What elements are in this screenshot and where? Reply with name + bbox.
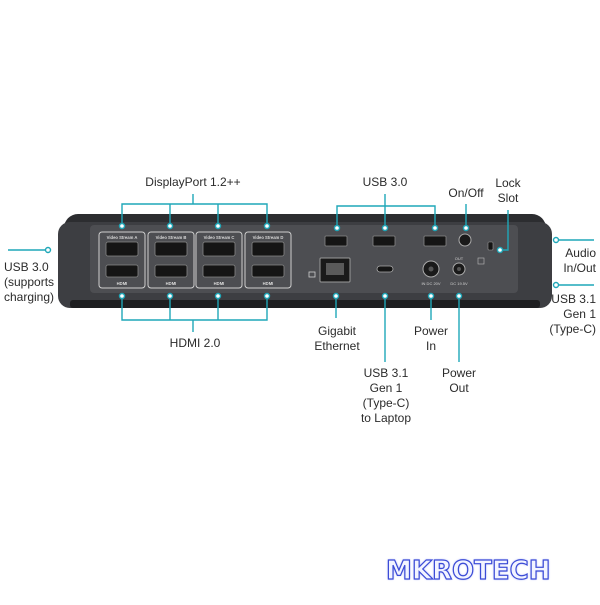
hdmi-label: HDMI	[117, 281, 128, 286]
video-port-groups: Video Stream A HDMI Video Stream B HDMI …	[98, 231, 292, 289]
callout-dot	[552, 236, 560, 244]
onoff-label: On/Off	[448, 186, 484, 200]
power-out-label: Power Out	[441, 366, 476, 395]
video-group-a: Video Stream A HDMI	[98, 231, 146, 289]
callout-dot	[44, 246, 52, 254]
lock-slot-label: Lock Slot	[495, 176, 521, 205]
callout-dot	[118, 292, 126, 300]
dc-in-label: IN DC 20V	[421, 281, 440, 286]
gigabit-ethernet-label: Gigabit Ethernet	[314, 324, 360, 353]
displayport-port	[202, 241, 236, 257]
lock-icon	[477, 257, 485, 265]
usb30-left-label: USB 3.0 (supports charging)	[4, 260, 55, 304]
video-group-b: Video Stream B HDMI	[147, 231, 195, 289]
video-group-frame	[244, 231, 292, 289]
video-group-d: Video Stream D HDMI	[244, 231, 292, 289]
usb-c-socket	[376, 265, 394, 273]
usb-a-port	[423, 235, 447, 247]
video-stream-label: Video Stream B	[156, 235, 187, 240]
dc-out-pin	[457, 267, 461, 271]
hdmi-label: HDMI	[214, 281, 225, 286]
callout-lines	[8, 194, 594, 362]
usb-c-port	[376, 265, 394, 273]
power-button-icon	[458, 233, 472, 247]
displayport-label: DisplayPort 1.2++	[145, 175, 241, 189]
video-stream-label: Video Stream A	[107, 235, 138, 240]
dc-out-label: DC 19.5V	[450, 281, 468, 286]
displayport-bracket	[121, 194, 268, 226]
lock-slot	[477, 241, 494, 265]
video-stream-label: Video Stream C	[204, 235, 235, 240]
dock-base	[70, 300, 540, 308]
rear-panel	[90, 225, 518, 293]
displayport-port	[105, 241, 139, 257]
dc-out-top-label: OUT	[455, 256, 464, 261]
hdmi-port	[105, 264, 139, 278]
video-stream-label: Video Stream D	[253, 235, 284, 240]
callout-dot	[552, 281, 560, 289]
callout-dot	[332, 292, 340, 300]
hdmi-bracket	[121, 296, 268, 332]
hdmi-label: HDMI	[263, 281, 274, 286]
dc-in-pin	[428, 266, 434, 272]
callout-dot	[214, 292, 222, 300]
power-ports: IN DC 20V OUT DC 19.5V	[421, 256, 468, 286]
usb31-right-label: USB 3.1 Gen 1 (Type-C)	[549, 292, 596, 336]
callout-dot	[381, 224, 389, 232]
usb-a-port	[324, 235, 348, 247]
hdmi-port	[251, 264, 285, 278]
brand-logo: MKROTECH	[385, 555, 551, 586]
callout-dots	[44, 222, 560, 300]
usb-a-ports	[324, 235, 447, 247]
video-group-frame	[147, 231, 195, 289]
callout-dot	[455, 292, 463, 300]
hdmi-port	[202, 264, 236, 278]
power-button	[458, 233, 472, 247]
callout-dot	[214, 222, 222, 230]
callout-dot	[381, 292, 389, 300]
network-icon	[308, 271, 316, 278]
ethernet-contacts	[326, 263, 344, 275]
callout-dot	[333, 224, 341, 232]
usb-a-port	[372, 235, 396, 247]
callout-dot	[431, 224, 439, 232]
video-group-frame	[98, 231, 146, 289]
displayport-port	[251, 241, 285, 257]
callout-dot	[462, 224, 470, 232]
video-group-frame	[195, 231, 243, 289]
callout-dot	[427, 292, 435, 300]
usb30-top-label: USB 3.0	[362, 175, 408, 189]
hdmi-label: HDMI	[166, 281, 177, 286]
lock-slot-hole	[487, 241, 494, 251]
hdmi-port	[154, 264, 188, 278]
usb31-laptop-label: USB 3.1 Gen 1 (Type-C) to Laptop	[360, 366, 412, 425]
callout-dot	[263, 222, 271, 230]
callout-dot	[166, 222, 174, 230]
ethernet-port	[308, 257, 351, 283]
hdmi20-label: HDMI 2.0	[169, 336, 221, 350]
power-in-label: Power In	[413, 324, 448, 353]
video-group-c: Video Stream C HDMI	[195, 231, 243, 289]
usb30-bracket	[336, 194, 436, 228]
audio-label: Audio In/Out	[563, 246, 596, 275]
callout-dot	[166, 292, 174, 300]
callout-dot	[118, 222, 126, 230]
callout-dot	[496, 246, 504, 254]
displayport-port	[154, 241, 188, 257]
callout-dot	[263, 292, 271, 300]
